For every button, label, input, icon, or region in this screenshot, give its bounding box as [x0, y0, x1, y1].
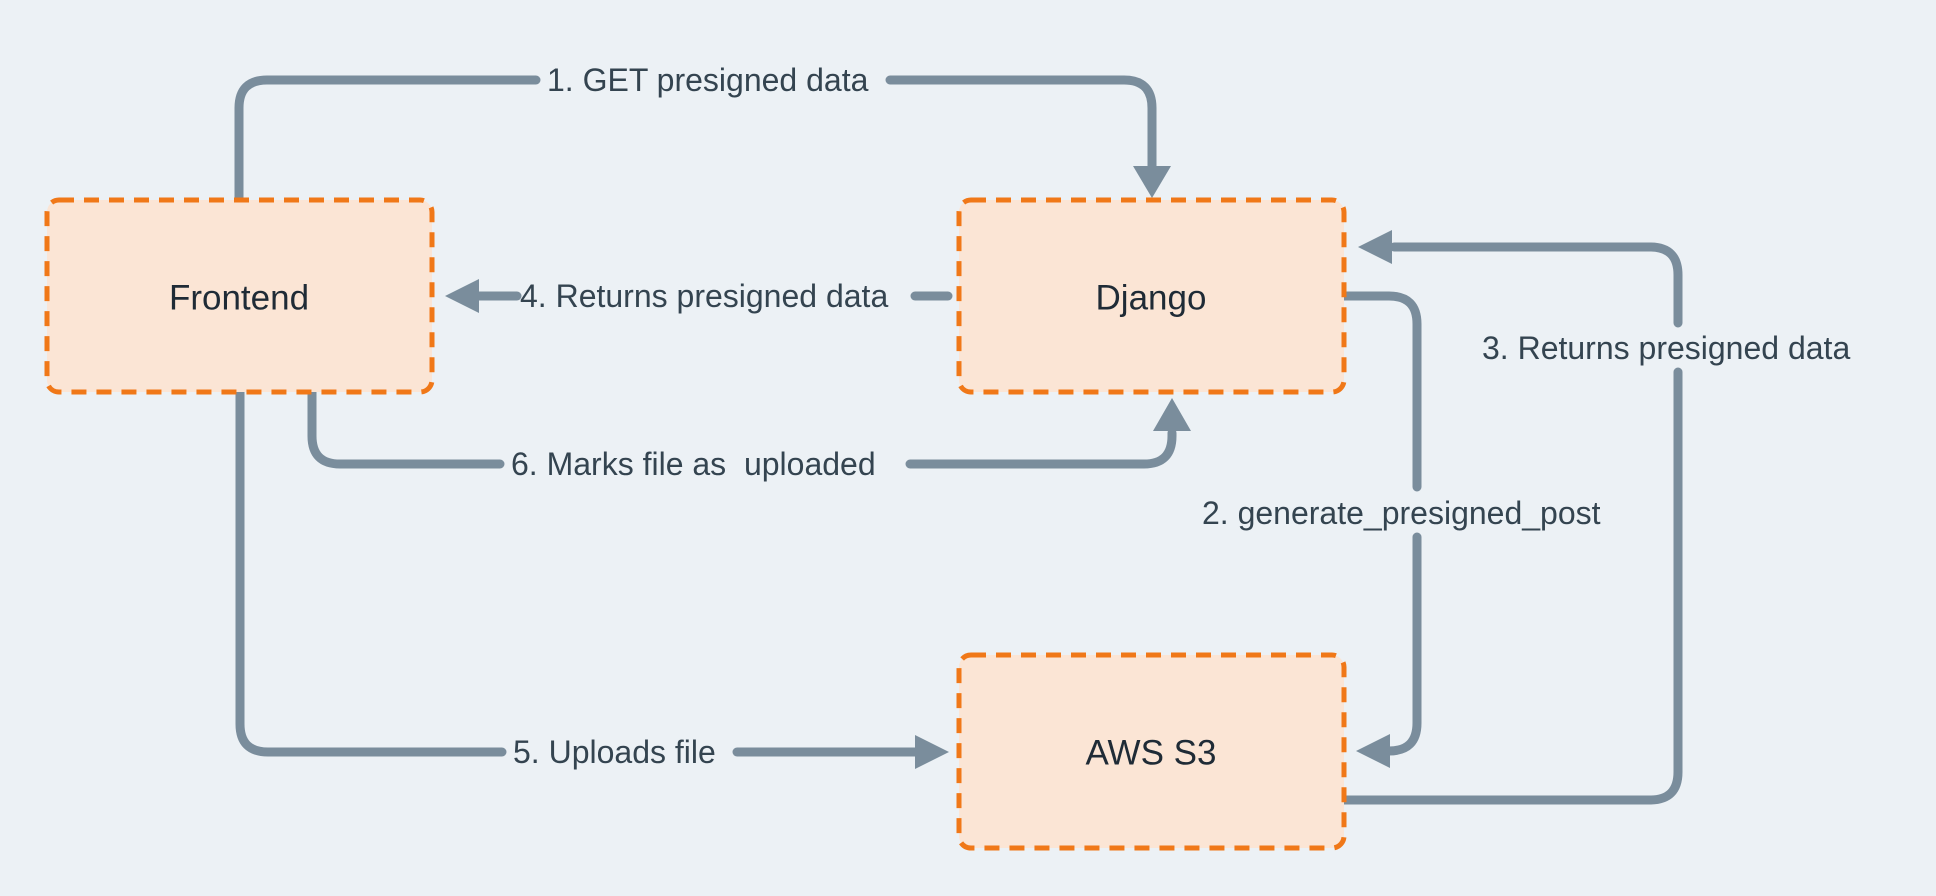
edge-line-segment: [307, 387, 505, 469]
arrow-left-icon: [445, 279, 479, 313]
edge-generate-presigned-post: 2. generate_presigned_post: [1202, 291, 1601, 768]
edge-label-6: 6. Marks file as uploaded: [511, 446, 876, 482]
edge-uploads-file: 5. Uploads file: [235, 387, 949, 770]
edge-label-3: 3. Returns presigned data: [1482, 330, 1850, 366]
arrow-left-icon: [1358, 230, 1392, 264]
node-aws-s3-label: AWS S3: [1086, 734, 1217, 773]
edge-label-2: 2. generate_presigned_post: [1202, 495, 1601, 531]
arrow-down-icon: [1133, 166, 1171, 198]
node-aws-s3-box: [956, 652, 1347, 851]
edge-line-segment: [1339, 291, 1422, 492]
edge-line-segment: [1389, 242, 1683, 328]
node-frontend-label: Frontend: [169, 279, 309, 318]
arrow-up-icon: [1153, 398, 1191, 431]
edge-get-presigned-data: 1. GET presigned data: [234, 62, 1171, 205]
node-django: Django: [956, 197, 1347, 395]
edge-label-4: 4. Returns presigned data: [520, 278, 888, 314]
edge-line-segment: [234, 75, 541, 205]
edge-label-1: 1. GET presigned data: [547, 62, 869, 98]
edge-line-segment: [235, 387, 507, 757]
node-frontend: Frontend: [44, 197, 435, 395]
node-django-label: Django: [1096, 279, 1207, 318]
edge-marks-file-uploaded: 6. Marks file as uploaded: [307, 387, 1191, 482]
arrow-right-icon: [915, 735, 949, 769]
edge-line-segment: [905, 428, 1177, 469]
edge-returns-presigned-to-django: 3. Returns presigned data: [1339, 230, 1850, 805]
node-aws-s3: AWS S3: [956, 652, 1347, 851]
edge-label-5: 5. Uploads file: [513, 734, 716, 770]
arrow-left-icon: [1356, 734, 1390, 768]
edge-line-segment: [885, 75, 1157, 173]
edge-returns-presigned-to-frontend: 4. Returns presigned data: [445, 278, 953, 314]
edge-line-segment: [1339, 367, 1683, 805]
node-frontend-box: [44, 197, 435, 395]
node-django-box: [956, 197, 1347, 395]
edge-line-segment: [1383, 532, 1422, 756]
